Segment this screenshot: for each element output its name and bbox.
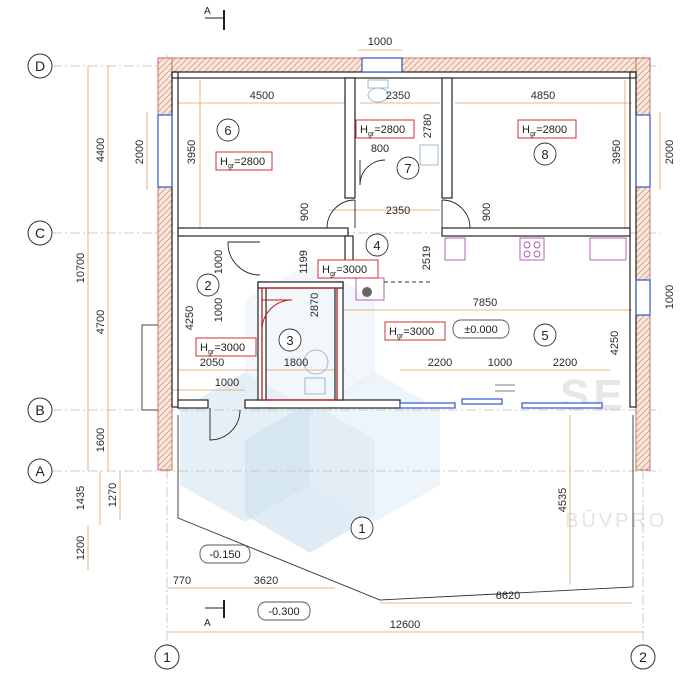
section-mark-bottom: A xyxy=(204,618,211,629)
dim-window-room5: 1000 xyxy=(664,285,676,309)
dim-room6-width: 4500 xyxy=(250,90,274,102)
height-label-boxes xyxy=(195,119,577,357)
dim-room8-width: 4850 xyxy=(531,90,555,102)
arrow-icon xyxy=(495,384,515,392)
dim-2870: 2870 xyxy=(309,293,321,317)
dim-2200-b: 2200 xyxy=(553,357,577,369)
dim-top-window: 1000 xyxy=(368,36,392,48)
dim-door-900-right: 900 xyxy=(481,203,493,221)
axis-label-c: C xyxy=(35,225,45,241)
room-number-7: 7 xyxy=(404,161,411,176)
dim-room5-4250: 4250 xyxy=(609,331,621,355)
axis-bubble-2 xyxy=(630,644,656,670)
dim-1600: 1600 xyxy=(95,428,107,452)
axis-bubble-1 xyxy=(154,644,180,670)
dim-window-left: 2000 xyxy=(134,140,146,164)
room-number-3: 3 xyxy=(286,333,293,348)
dim-4535: 4535 xyxy=(557,488,569,512)
axis-bubble-a xyxy=(27,458,53,484)
doors xyxy=(209,159,471,441)
axis-bubble-d xyxy=(27,53,53,79)
dim-3620: 3620 xyxy=(254,575,278,587)
dim-room5-width: 7850 xyxy=(473,297,497,309)
axis-label-a: A xyxy=(35,463,45,479)
kitchen-fixtures xyxy=(355,237,627,301)
room-number-6: 6 xyxy=(224,123,231,138)
section-marks: A A xyxy=(204,6,225,629)
height-label-room-3: Hgr=3000 xyxy=(200,342,245,356)
axis-bubbles: D C B A 1 2 xyxy=(27,53,656,670)
axis-label-d: D xyxy=(35,58,45,74)
dim-2519: 2519 xyxy=(421,246,433,270)
room-number-4: 4 xyxy=(373,238,380,253)
dim-4700: 4700 xyxy=(95,310,107,334)
level-ground: -0.300 xyxy=(268,606,299,618)
dim-1270: 1270 xyxy=(107,483,119,507)
dim-770: 770 xyxy=(173,575,191,587)
room-number-5: 5 xyxy=(541,328,548,343)
dim-1000-mid: 1000 xyxy=(488,357,512,369)
dim-door7: 800 xyxy=(371,143,389,155)
dim-2050: 2050 xyxy=(200,357,224,369)
axis-label-1: 1 xyxy=(163,649,171,665)
height-label-room-4: Hgr=3000 xyxy=(322,264,367,278)
section-mark-top: A xyxy=(204,6,211,17)
dim-room7-width: 2350 xyxy=(386,90,410,102)
room-circles xyxy=(196,118,557,540)
dim-corridor: 2350 xyxy=(386,205,410,217)
axis-label-b: B xyxy=(35,402,44,418)
dim-6620: 6620 xyxy=(496,590,520,602)
axis-bubble-c xyxy=(27,220,53,246)
dim-1435: 1435 xyxy=(75,486,87,510)
watermark-big-text: SE xyxy=(560,371,627,420)
dimension-lines xyxy=(87,49,661,633)
height-label-room-5: Hgr=3000 xyxy=(389,326,434,340)
dim-door-1000: 1000 xyxy=(215,377,239,389)
dim-room2-1000-b: 1000 xyxy=(213,298,225,322)
dim-room6-height: 3950 xyxy=(186,140,198,164)
level-terrace: -0.150 xyxy=(209,549,240,561)
axis-bubble-b xyxy=(27,397,53,423)
room-number-2: 2 xyxy=(204,278,211,293)
dim-room2-1000-a: 1000 xyxy=(213,250,225,274)
dim-1800: 1800 xyxy=(284,357,308,369)
watermark-small-text: BŪVPRO xyxy=(565,509,667,532)
dim-window-right: 2000 xyxy=(664,140,676,164)
dim-1199: 1199 xyxy=(298,250,310,274)
dim-room7-height: 2780 xyxy=(422,114,434,138)
bathroom-door xyxy=(261,299,293,331)
room-number-1: 1 xyxy=(358,521,365,536)
dim-2200-a: 2200 xyxy=(428,357,452,369)
room-number-8: 8 xyxy=(541,147,548,162)
horizontal-dimensions: 1000 4500 2350 4850 800 2350 7850 2050 1… xyxy=(173,36,577,631)
fixtures xyxy=(303,79,439,395)
height-label-room-7: Hgr=2800 xyxy=(360,124,405,138)
windows xyxy=(157,57,651,409)
dim-4400: 4400 xyxy=(95,138,107,162)
axis-label-2: 2 xyxy=(639,649,647,665)
dim-door-900-left: 900 xyxy=(299,203,311,221)
dim-1200: 1200 xyxy=(75,536,87,560)
dim-room3-4250: 4250 xyxy=(184,306,196,330)
room-3-highlight xyxy=(261,287,338,401)
height-label-room-6: Hgr=2800 xyxy=(220,156,265,170)
chimney-icon xyxy=(362,287,372,297)
level-mark-boxes xyxy=(199,319,510,621)
dim-total-height: 10700 xyxy=(75,253,87,284)
height-label-room-8: Hgr=2800 xyxy=(522,124,567,138)
dim-total-width: 12600 xyxy=(390,619,421,631)
dim-room8-height: 3950 xyxy=(611,140,623,164)
vertical-dimensions: 10700 4400 4700 1600 2000 2000 3950 3950… xyxy=(75,114,676,560)
level-zero: ±0.000 xyxy=(464,324,498,336)
